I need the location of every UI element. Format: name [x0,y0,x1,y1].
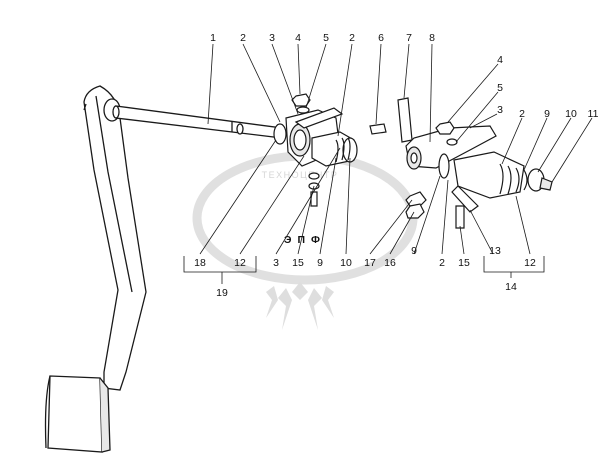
callout-2: 2 [349,32,355,44]
callout-2: 2 [439,257,445,269]
callout-12: 12 [524,257,536,269]
callout-3: 3 [269,32,275,44]
callout-15: 15 [292,257,304,269]
callout-6: 6 [378,32,384,44]
pedal-pad [44,375,111,453]
callout-3: 3 [497,104,503,116]
watermark-logo-text: ЭПФ [284,234,326,246]
watermark-wheat-icon [266,282,334,330]
callout-8: 8 [429,32,435,44]
left-bracket-assembly [273,93,358,207]
callout-17: 17 [364,257,376,269]
callout-2: 2 [240,32,246,44]
callout-1: 1 [210,32,216,44]
callout-15: 15 [458,257,470,269]
callout-4: 4 [497,54,503,66]
callout-13: 13 [489,245,501,257]
callout-9: 9 [544,108,550,120]
callout-10: 10 [565,108,577,120]
callout-7: 7 [406,32,412,44]
callout-18: 18 [194,257,206,269]
callout-5: 5 [497,82,503,94]
callout-14-group: 14 [505,281,517,293]
callout-2: 2 [519,108,525,120]
callout-9: 9 [411,245,417,257]
callout-10: 10 [340,257,352,269]
watermark-top-text: ТЕХНОЦЕНТР [262,170,339,180]
callout-11: 11 [588,108,599,120]
pedal-shaft [112,105,283,139]
right-bracket-assembly [405,121,553,229]
callout-5: 5 [323,32,329,44]
pedal-lever [83,85,147,391]
callout-9: 9 [317,257,323,269]
callout-12: 12 [234,257,246,269]
leader-lines [183,43,593,284]
callout-19-group: 19 [216,287,228,299]
callout-16: 16 [384,257,396,269]
watermark: ТЕХНОЦЕНТР ЭПФ [192,151,418,330]
callout-labels: 1 2 3 4 5 2 6 7 8 4 5 3 2 9 10 11 18 12 … [194,32,598,299]
callout-4: 4 [295,32,301,44]
callout-3: 3 [273,257,279,269]
